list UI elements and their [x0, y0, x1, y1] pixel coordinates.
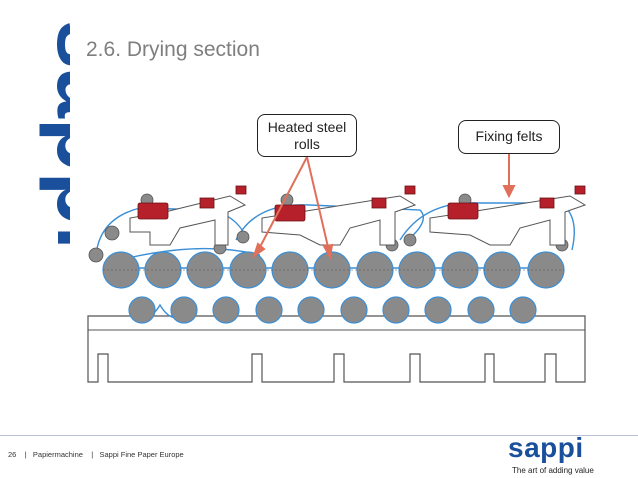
lower-cylinder — [128, 296, 537, 324]
drive-units — [137, 185, 586, 222]
callout-heated-steel-rolls: Heated steel rolls — [257, 114, 357, 157]
footer-separator: | — [91, 450, 94, 459]
brand-vertical-watermark: sappi — [39, 20, 70, 250]
callout-fixing-text: Fixing felts — [475, 128, 543, 144]
callout-arrows — [252, 154, 516, 261]
footer-divider — [0, 435, 638, 436]
upper-cylinders — [102, 251, 565, 289]
drying-section-diagram — [87, 154, 587, 383]
callout-fixing-felts: Fixing felts — [458, 120, 560, 154]
footer: 26 | Papiermachine | Sappi Fine Paper Eu… — [8, 450, 184, 459]
brand-vertical-text: sappi — [39, 20, 70, 250]
lower-cylinders — [128, 296, 537, 324]
callout-heated-text: Heated steel rolls — [267, 119, 347, 152]
sappi-logo: sappi — [508, 432, 584, 463]
logo-tagline: The art of adding value — [512, 466, 594, 475]
footer-company: Sappi Fine Paper Europe — [99, 450, 184, 459]
machine-base-frame — [87, 315, 586, 383]
footer-separator: | — [24, 450, 27, 459]
footer-section: Papiermachine — [32, 450, 83, 459]
upper-cylinder — [102, 251, 565, 289]
slide-title: 2.6. Drying section — [86, 38, 260, 61]
page-number: 26 — [8, 450, 17, 459]
